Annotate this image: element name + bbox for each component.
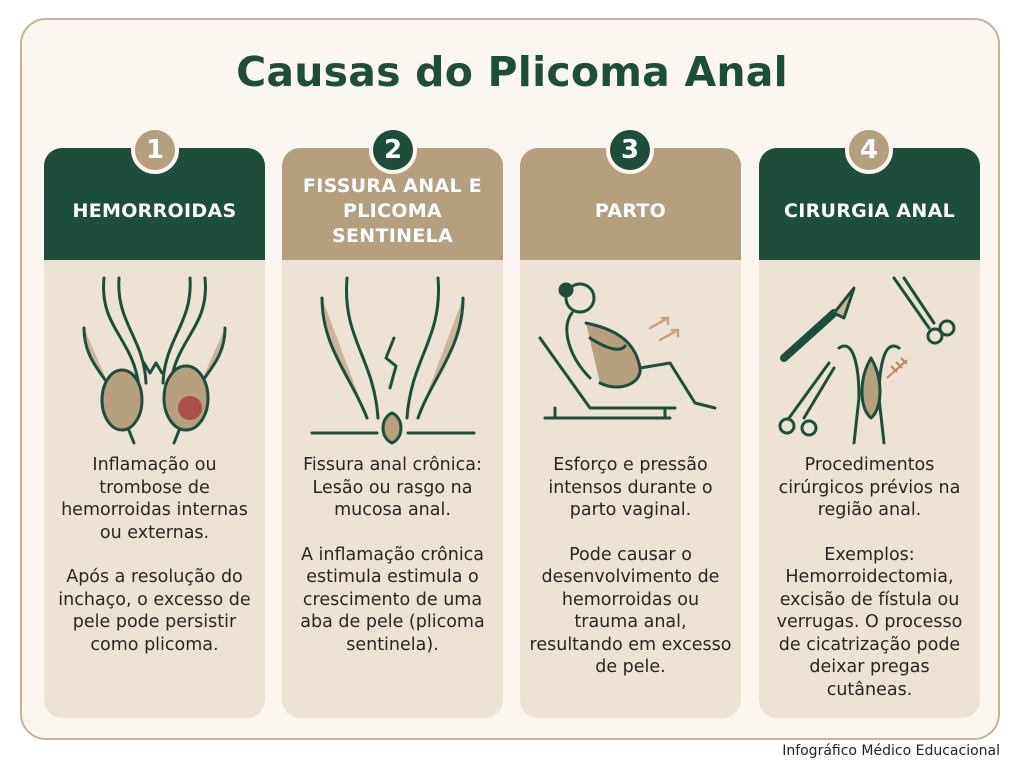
hemorrhoids-icon [44, 268, 265, 568]
card-hemorroidas: HEMORROIDAS Inflamação ou trombose de he… [44, 148, 265, 718]
step-badge-1: 1 [131, 126, 179, 174]
step-badge-3: 3 [606, 126, 654, 174]
pregnant-woman-icon [520, 268, 741, 568]
card-text-2: Após a resolução do inchaço, o excesso d… [58, 567, 251, 655]
footer-caption: Infográfico Médico Educacional [782, 743, 1000, 759]
card-text-1: Procedimentos cirúrgicos prévios na regi… [778, 455, 961, 520]
step-badge-4: 4 [845, 126, 893, 174]
card-fissura-anal: FISSURA ANAL E PLICOMA SENTINELA Fissura… [282, 148, 503, 718]
card-text-1: Esforço e pressão intensos durante o par… [548, 455, 713, 520]
anal-fissure-icon [282, 268, 503, 568]
page-title: Causas do Plicoma Anal [236, 48, 788, 96]
card-text-2: A inflamação crônica estimula estimula o… [300, 544, 485, 655]
card-cirurgia-anal: CIRURGIA ANAL [759, 148, 980, 718]
card-description: Inflamação ou trombose de hemorroidas in… [52, 454, 257, 678]
card-text-1: Fissura anal crônica: Lesão ou rasgo na … [303, 455, 482, 520]
surgical-instruments-icon [759, 268, 980, 568]
card-text-2: Pode causar o desenvolvimento de hemorro… [529, 544, 732, 678]
card-parto: PARTO Esforço e pressão intensos durante [520, 148, 741, 718]
card-text-2: Exemplos: Hemorroidectomia, excisão de f… [776, 544, 963, 700]
step-badge-2: 2 [369, 126, 417, 174]
card-description: Esforço e pressão intensos durante o par… [528, 454, 733, 701]
card-text-1: Inflamação ou trombose de hemorroidas in… [61, 455, 248, 543]
card-description: Procedimentos cirúrgicos prévios na regi… [767, 454, 972, 718]
card-description: Fissura anal crônica: Lesão ou rasgo na … [290, 454, 495, 678]
